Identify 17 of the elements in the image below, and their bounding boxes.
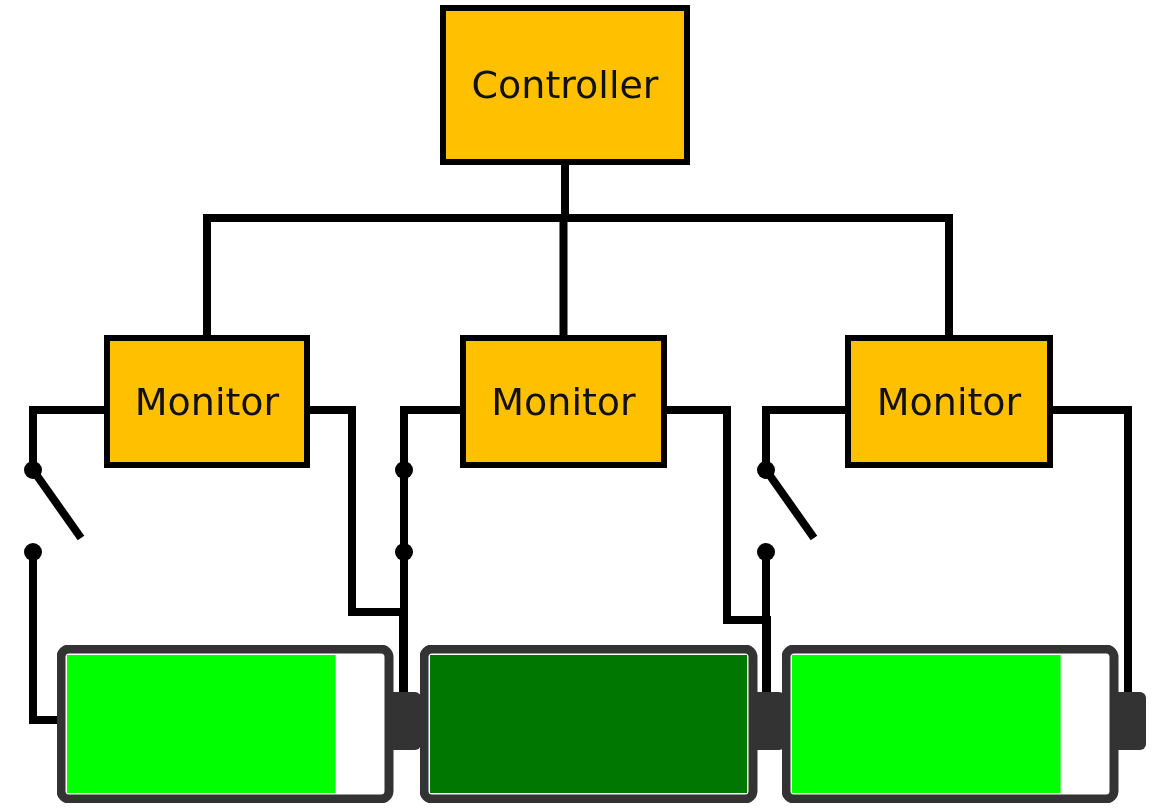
battery-icon [782,645,1146,803]
box-label: Monitor [876,379,1022,424]
wire [561,165,953,335]
battery-icon [57,645,421,803]
wire [29,406,104,462]
wire [762,406,845,462]
controller-box [440,5,690,165]
monitor-box [460,335,667,468]
monitor-box [845,335,1053,468]
wire [667,406,771,692]
box-label: Monitor [491,379,636,424]
box-label: Monitor [134,379,280,424]
box-label: Controller [471,63,659,107]
wire [400,406,460,462]
battery-icon [420,645,785,803]
monitor-box [104,335,310,468]
wire [1053,406,1132,692]
